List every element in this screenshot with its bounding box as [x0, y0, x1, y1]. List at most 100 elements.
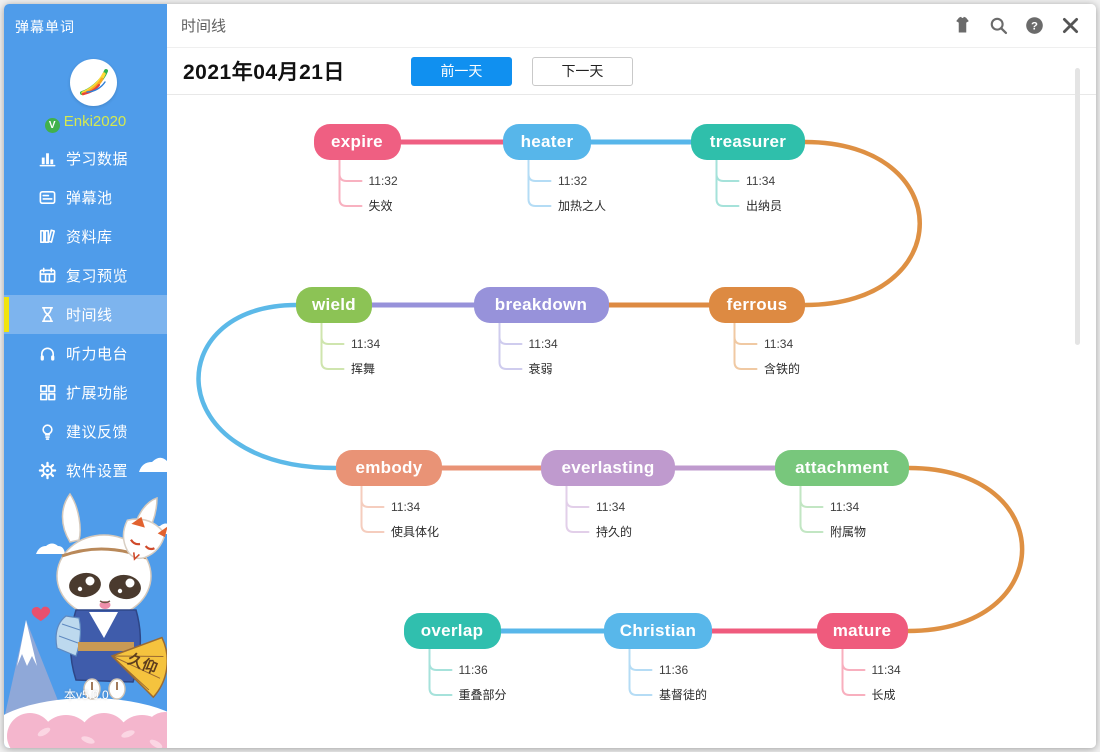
word-time: 11:34: [528, 337, 558, 351]
search-button[interactable]: [986, 14, 1010, 38]
word-meaning: 长成: [871, 688, 896, 702]
title-bar: 时间线 ?: [167, 4, 1096, 48]
theme-icon: [955, 16, 969, 33]
word-time: 11:34: [830, 500, 860, 514]
word-pill[interactable]: everlasting: [541, 450, 675, 486]
word-pill[interactable]: expire: [313, 124, 401, 160]
branch-lines: [498, 323, 522, 370]
word-pill[interactable]: mature: [816, 613, 908, 649]
app-title: 弹幕单词: [15, 19, 75, 35]
word-meaning: 衰弱: [528, 362, 553, 376]
word-meaning: 持久的: [596, 525, 633, 539]
word-time: 11:36: [659, 663, 689, 677]
word-pill[interactable]: ferrous: [709, 287, 805, 323]
username: Enki2020: [63, 113, 127, 130]
close-button[interactable]: [1058, 14, 1082, 38]
sidebar-menu: 学习数据弹幕池资料库复习预览时间线听力电台扩展功能建议反馈软件设置: [4, 139, 167, 490]
word-meaning: 加热之人: [558, 199, 607, 213]
help-button[interactable]: ?: [1022, 14, 1046, 38]
mascot-illustration: 久仰: [4, 457, 167, 748]
word-time: 11:34: [391, 500, 421, 514]
word-pill[interactable]: embody: [336, 450, 442, 486]
word-meaning: 重叠部分: [458, 688, 507, 702]
branch-lines: [841, 649, 865, 696]
sidebar-item-extensions[interactable]: 扩展功能: [4, 373, 167, 412]
word-time: 11:32: [368, 174, 398, 188]
word-time: 11:34: [596, 500, 626, 514]
word-pill[interactable]: attachment: [775, 450, 909, 486]
danmaku-icon: [37, 188, 57, 208]
hourglass-icon: [37, 305, 57, 325]
word-pill[interactable]: wield: [296, 287, 372, 323]
sidebar-item-label: 时间线: [66, 307, 113, 324]
prev-day-button[interactable]: 前一天: [410, 56, 512, 86]
sidebar-item-label: 学习数据: [66, 151, 129, 168]
main-panel: 时间线 ?: [167, 4, 1096, 748]
sidebar-item-label: 弹幕池: [66, 190, 113, 207]
sidebar-item-label: 建议反馈: [66, 424, 129, 441]
branch-lines: [628, 649, 653, 696]
word-pill[interactable]: Christian: [604, 613, 712, 649]
word-meaning: 失效: [368, 199, 393, 213]
word-time: 11:34: [871, 663, 901, 677]
bar-chart-icon: [37, 149, 57, 169]
sidebar-item-listening-radio[interactable]: 听力电台: [4, 334, 167, 373]
word-meaning: 含铁的: [764, 362, 801, 376]
word-meaning: 出纳员: [746, 199, 783, 213]
sidebar-item-timeline[interactable]: 时间线: [4, 295, 167, 334]
sidebar-item-label: 扩展功能: [66, 385, 129, 402]
branch-lines: [715, 160, 740, 207]
search-icon: [990, 17, 1007, 35]
word-pill[interactable]: breakdown: [473, 287, 609, 323]
selected-indicator: [4, 297, 9, 332]
branch-lines: [320, 323, 345, 370]
branch-lines: [565, 486, 590, 533]
branch-lines: [527, 160, 552, 207]
close-icon: [1062, 17, 1078, 34]
sidebar-item-danmaku-pool[interactable]: 弹幕池: [4, 178, 167, 217]
page-title: 时间线: [181, 18, 227, 35]
word-pill[interactable]: heater: [503, 124, 591, 160]
word-time: 11:34: [764, 337, 794, 351]
sidebar-item-label: 软件设置: [66, 463, 129, 480]
branch-lines: [360, 486, 385, 533]
word-time: 11:32: [558, 174, 588, 188]
word-pill[interactable]: overlap: [403, 613, 501, 649]
toolbar: 2021年04月21日 前一天 下一天: [167, 48, 1096, 94]
word-pill[interactable]: treasurer: [691, 124, 805, 160]
version-label: 本v5.0.0: [64, 688, 109, 702]
sidebar-item-study-data[interactable]: 学习数据: [4, 139, 167, 178]
app-logo: [70, 59, 117, 106]
timeline-path: [196, 139, 1025, 634]
word-time: 11:34: [351, 337, 381, 351]
vip-badge: V: [44, 118, 60, 133]
vertical-scrollbar[interactable]: [1075, 68, 1080, 345]
word-time: 11:36: [458, 663, 488, 677]
sidebar-item-review-preview[interactable]: 复习预览: [4, 256, 167, 295]
headphones-icon: [37, 344, 57, 364]
word-meaning: 挥舞: [351, 362, 376, 376]
sidebar-item-label: 资料库: [66, 229, 113, 246]
sidebar-item-settings[interactable]: 软件设置: [4, 451, 167, 490]
branch-lines: [733, 323, 758, 370]
svg-text:?: ?: [1031, 20, 1038, 32]
books-icon: [37, 227, 57, 247]
word-meaning: 附属物: [830, 525, 867, 539]
sidebar-item-feedback[interactable]: 建议反馈: [4, 412, 167, 451]
next-day-button[interactable]: 下一天: [531, 56, 633, 86]
theme-button[interactable]: [950, 14, 974, 38]
word-meaning: 使具体化: [391, 525, 440, 539]
sidebar-item-library[interactable]: 资料库: [4, 217, 167, 256]
word-meaning: 基督徒的: [659, 688, 708, 702]
lightbulb-icon: [37, 422, 57, 442]
feather-icon: [80, 69, 108, 96]
gear-icon: [37, 461, 57, 481]
date-label: 2021年04月21日: [183, 61, 345, 84]
branch-lines: [428, 649, 452, 696]
timeline-stage: expire 11:32 失效 heater 11:32 加热之人 treasurer 11:…: [167, 94, 1096, 748]
branch-lines: [799, 486, 824, 533]
sidebar-item-label: 复习预览: [66, 268, 129, 285]
